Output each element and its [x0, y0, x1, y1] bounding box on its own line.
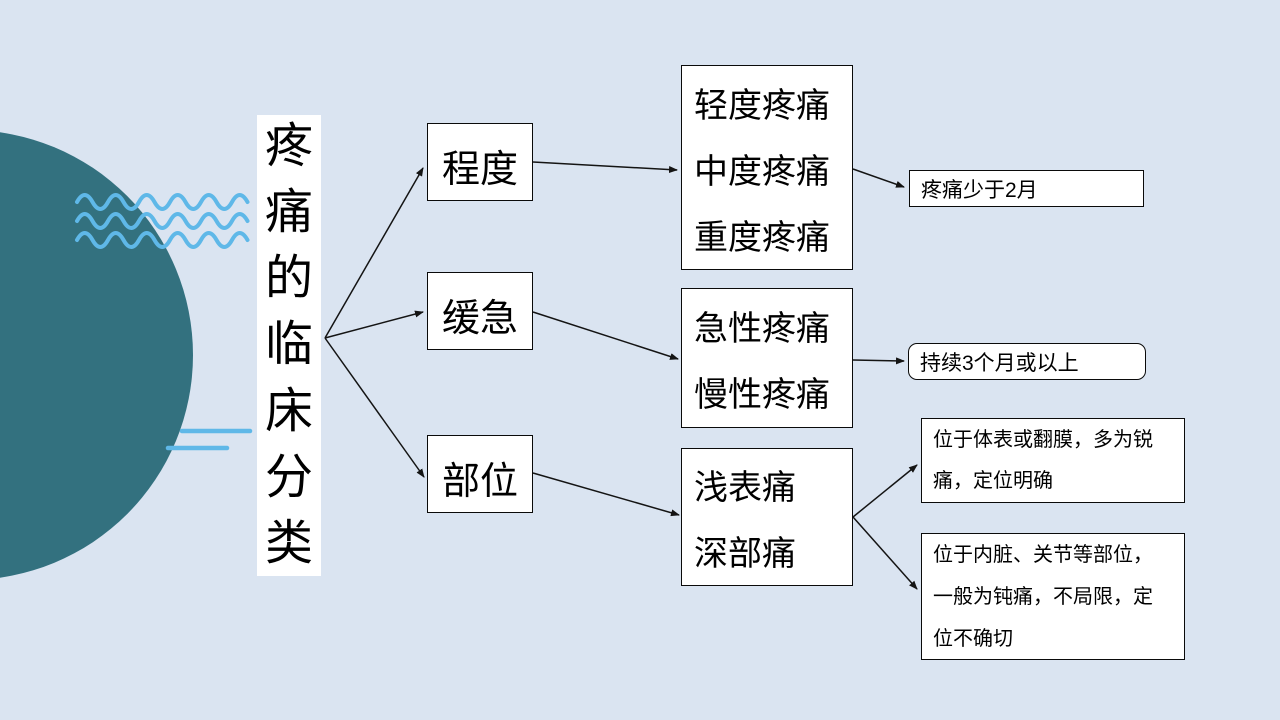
arrow-levels-to-note [852, 168, 905, 188]
arrow-title-to-onset [324, 310, 424, 339]
note-text: 疼痛少于2月 [921, 178, 1038, 202]
subtype-line: 轻度疼痛 [694, 86, 830, 125]
title-char: 疼 [264, 120, 313, 173]
category-label: 部位 [441, 460, 518, 503]
title-char: 临 [264, 318, 313, 372]
note-box-deep-pain: 位于内脏、关节等部位， 一般为钝痛，不局限，定 位不确切 [921, 533, 1185, 660]
category-box-onset: 缓急 [427, 272, 533, 350]
diagram-title: 疼 痛 的 临 床 分 类 [257, 115, 321, 576]
arrow-location-to-note2 [852, 516, 918, 590]
note-box-duration-short: 疼痛少于2月 [909, 170, 1144, 207]
subtype-box-location: 浅表痛 深部痛 [681, 448, 853, 586]
title-char: 的 [264, 252, 313, 306]
note-line: 位于体表或翻膜，多为锐 [933, 428, 1153, 451]
subtype-line: 中度疼痛 [694, 152, 830, 191]
category-box-location: 部位 [427, 435, 533, 513]
note-line: 痛，定位明确 [933, 469, 1053, 492]
subtype-line: 重度疼痛 [694, 218, 830, 257]
category-label: 缓急 [441, 297, 518, 340]
title-char: 床 [264, 384, 313, 438]
arrow-title-to-degree [324, 167, 424, 339]
note-text: 持续3个月或以上 [920, 351, 1079, 375]
arrow-onset-to-types [532, 311, 679, 360]
note-box-duration-long: 持续3个月或以上 [908, 343, 1146, 380]
note-box-superficial-pain: 位于体表或翻膜，多为锐 痛，定位明确 [921, 418, 1185, 503]
arrow-location-to-types [532, 472, 680, 517]
category-label: 程度 [441, 148, 518, 191]
subtype-line: 急性疼痛 [694, 310, 830, 348]
arrow-title-to-location [324, 337, 425, 478]
subtype-line: 慢性疼痛 [694, 376, 830, 414]
arrow-degree-to-levels [532, 161, 678, 174]
subtype-line: 深部痛 [694, 535, 796, 573]
note-line: 位不确切 [933, 627, 1013, 650]
title-char: 类 [264, 516, 313, 570]
subtype-box-degree: 轻度疼痛 中度疼痛 重度疼痛 [681, 65, 853, 270]
note-line: 位于内脏、关节等部位， [933, 543, 1153, 566]
arrow-location-to-note1 [852, 464, 918, 518]
subtype-line: 浅表痛 [694, 469, 796, 507]
subtype-box-onset: 急性疼痛 慢性疼痛 [681, 288, 853, 428]
category-box-degree: 程度 [427, 123, 533, 201]
decor-circle [0, 130, 193, 580]
title-char: 分 [264, 450, 313, 504]
note-line: 一般为钝痛，不局限，定 [933, 585, 1153, 608]
title-char: 痛 [264, 186, 313, 240]
arrow-types-to-note [852, 357, 905, 365]
